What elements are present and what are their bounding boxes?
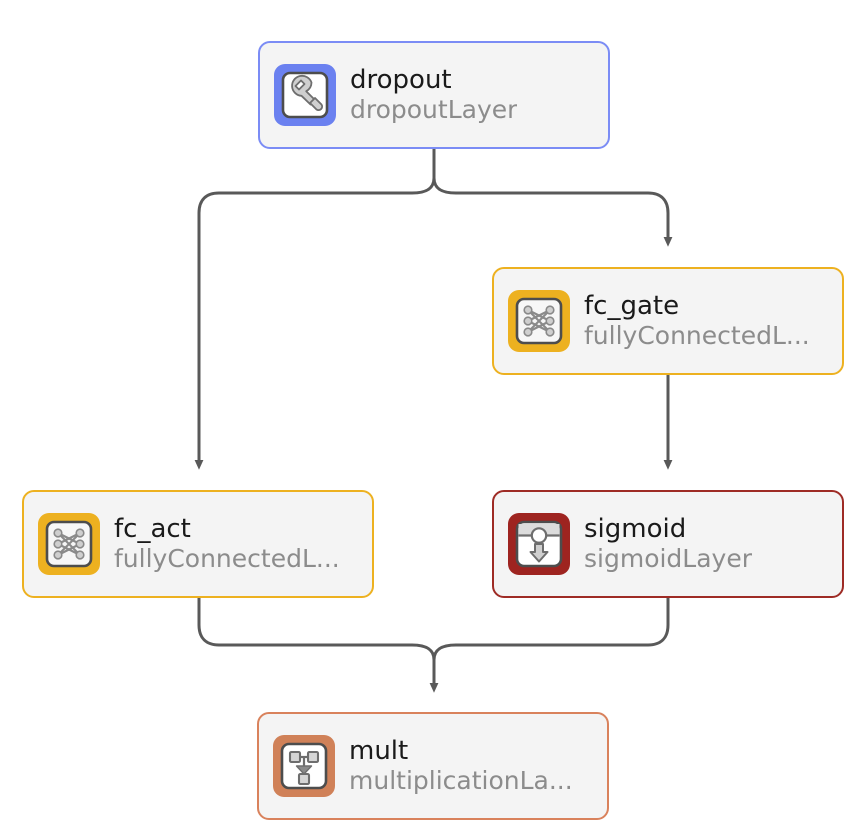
node-fc-gate[interactable]: fc_gate fullyConnectedL... [492,267,844,375]
node-mult-text: mult multiplicationLa... [349,736,573,796]
node-sigmoid-text: sigmoid sigmoidLayer [584,514,752,574]
node-title: fc_gate [584,291,680,321]
node-dropout-text: dropout dropoutLayer [350,65,517,125]
node-subtitle: sigmoidLayer [584,544,753,573]
node-title: mult [349,736,409,766]
node-title: sigmoid [584,514,687,544]
wrench-icon [274,64,336,126]
node-fc-act[interactable]: fc_act fullyConnectedL... [22,490,374,598]
sigmoid-icon [508,513,570,575]
fully-connected-icon [38,513,100,575]
node-title: dropout [350,65,452,95]
node-subtitle: multiplicationLa... [349,766,573,795]
edge-sigmoid-to-mult [432,598,670,683]
edge-dropout-to-fc-gate [432,177,673,247]
node-title: fc_act [114,514,191,544]
node-dropout[interactable]: dropout dropoutLayer [258,41,610,149]
node-subtitle: fullyConnectedL... [114,544,340,573]
multiplication-icon [273,735,335,797]
node-mult[interactable]: mult multiplicationLa... [257,712,609,820]
node-sigmoid[interactable]: sigmoid sigmoidLayer [492,490,844,598]
fully-connected-icon [508,290,570,352]
node-subtitle: dropoutLayer [350,95,518,124]
edge-dropout-to-fc-act [194,177,436,470]
node-fc-act-text: fc_act fullyConnectedL... [114,514,340,574]
node-fc-gate-text: fc_gate fullyConnectedL... [584,291,810,351]
edge-fc-act-to-mult [197,598,436,683]
node-subtitle: fullyConnectedL... [584,321,810,350]
